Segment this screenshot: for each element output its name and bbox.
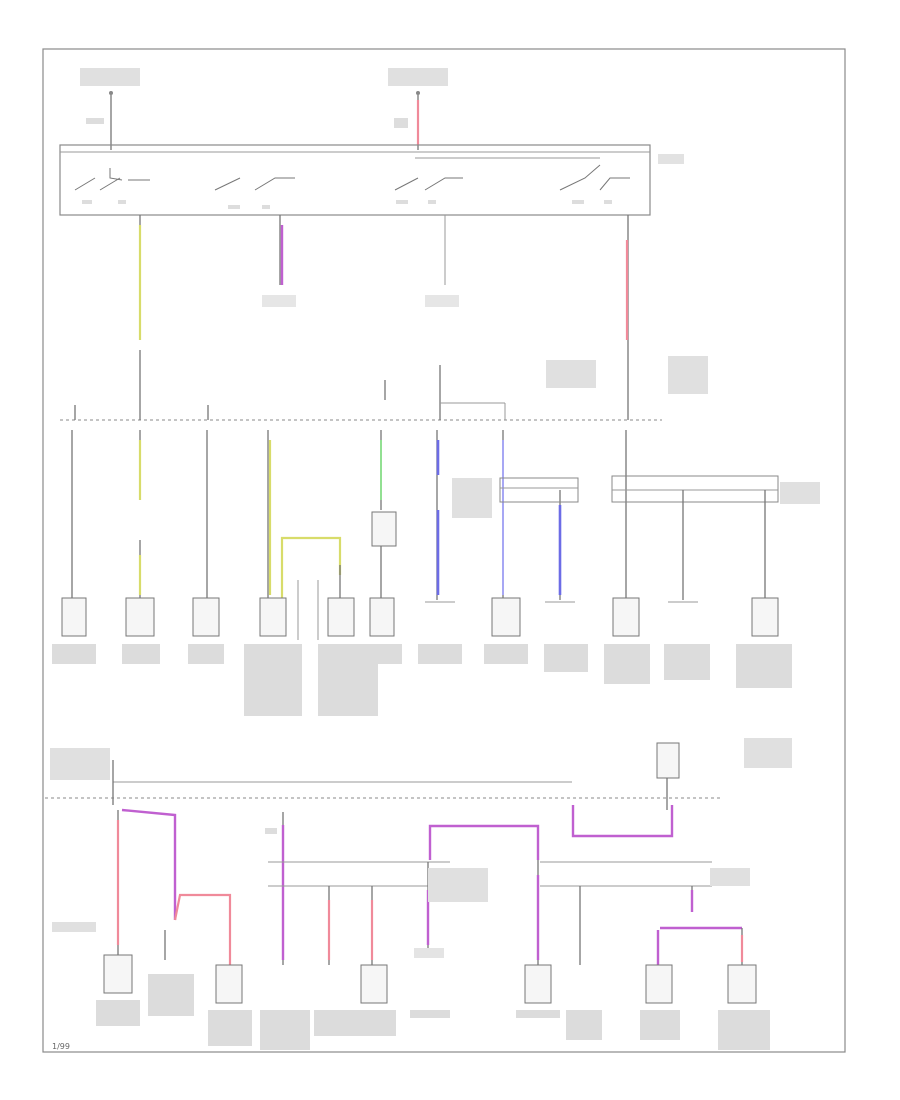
component-row-middle <box>61 511 779 637</box>
relay-1 <box>74 168 150 204</box>
relay-2 <box>214 177 295 209</box>
splice-labels-top <box>262 295 459 307</box>
top-feed-right <box>394 91 420 150</box>
diagram-code: 1/99 <box>52 1042 70 1051</box>
fuse-box-label-smudge <box>658 154 684 164</box>
middle-captions <box>52 644 792 716</box>
misc-annotations <box>50 68 820 932</box>
top-feed-left <box>86 91 113 150</box>
relay-4 <box>559 164 630 204</box>
component-row-lower <box>103 948 757 1004</box>
lower-captions <box>96 974 770 1050</box>
diagram-frame <box>42 48 846 1053</box>
relay-3 <box>394 177 463 204</box>
fuse-relay-box <box>59 144 651 216</box>
